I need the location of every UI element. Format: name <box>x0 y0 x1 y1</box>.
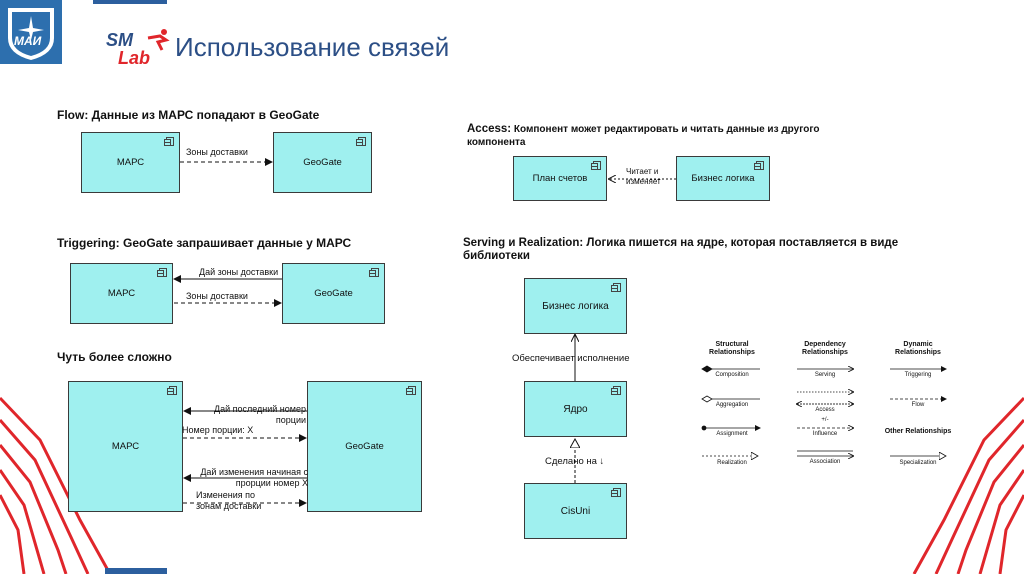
flow-mars-box[interactable]: МАРС <box>81 132 180 193</box>
access-plan-box[interactable]: План счетов <box>513 156 607 201</box>
flow-heading: Flow: Данные из МАРС попадают в GeoGate <box>57 108 320 122</box>
component-icon <box>157 268 167 277</box>
access-heading-rest: Компонент может редактировать и читать д… <box>467 124 820 148</box>
box-label: GeoGate <box>345 441 384 452</box>
flow-label: Зоны доставки <box>186 147 248 157</box>
box-label: МАРС <box>111 441 140 452</box>
component-icon <box>164 137 174 146</box>
component-icon <box>611 283 621 292</box>
component-icon <box>167 386 177 395</box>
legend-dynamic-title: Dynamic Relationships <box>895 341 941 356</box>
legend-composition: Composition <box>715 372 749 378</box>
triggering-label-bottom: Зоны доставки <box>186 291 248 301</box>
complex-label-1: Дай последний номер порции <box>213 404 306 425</box>
legend-association: Association <box>809 459 841 465</box>
serving-heading: Serving и Realization: Логика пишется на… <box>463 237 899 262</box>
complex-label-4: Изменения по зонам доставки <box>196 490 262 511</box>
complex-label-2: Номер порции: X <box>182 425 254 435</box>
runner-icon <box>147 29 170 51</box>
box-label: GeoGate <box>314 288 353 299</box>
box-label: Бизнес логика <box>542 300 609 312</box>
smlab-logo-sm: SM <box>106 30 133 50</box>
box-label: CisUni <box>560 505 591 517</box>
legend-triggering: Triggering <box>904 372 932 378</box>
legend-dependency-title: Dependency Relationships <box>802 341 848 356</box>
complex-mars-box[interactable]: МАРС <box>68 381 183 512</box>
access-heading: Access: Компонент может редактировать и … <box>467 123 827 149</box>
top-accent-bar <box>93 0 167 4</box>
smlab-logo: SM Lab <box>104 28 172 72</box>
complex-geogate-box[interactable]: GeoGate <box>307 381 422 512</box>
box-label: Бизнес логика <box>691 173 755 184</box>
smlab-logo-lab: Lab <box>118 48 151 68</box>
triggering-mars-box[interactable]: МАРС <box>70 263 173 324</box>
mai-logo: МАИ <box>0 0 62 64</box>
component-icon <box>611 488 621 497</box>
access-heading-bold: Access: <box>467 123 512 135</box>
complex-label-3: Дай изменения начиная с прорции номер X <box>200 467 308 488</box>
box-label: План счетов <box>532 173 588 184</box>
component-icon <box>754 161 764 170</box>
access-label: Читает и изменяет <box>626 167 661 186</box>
legend-influence-mark: +/- <box>821 417 829 423</box>
box-label: Ядро <box>563 403 588 415</box>
legend-aggregation: Aggregation <box>715 402 749 408</box>
page-title: Использование связей <box>175 32 450 62</box>
legend-structural-title: Structural Relationships <box>709 341 755 356</box>
bottom-accent-bar <box>105 568 167 574</box>
component-icon <box>591 161 601 170</box>
component-icon <box>611 386 621 395</box>
complex-heading: Чуть более сложно <box>57 350 172 364</box>
legend-serving: Serving <box>814 372 836 378</box>
component-icon <box>406 386 416 395</box>
legend-influence: Influence <box>812 431 838 437</box>
mai-logo-text: МАИ <box>14 34 42 48</box>
access-logic-box[interactable]: Бизнес логика <box>676 156 770 201</box>
triggering-geogate-box[interactable]: GeoGate <box>282 263 385 324</box>
serving-core-box[interactable]: Ядро <box>524 381 627 437</box>
box-label: МАРС <box>116 157 145 168</box>
serving-label: Обеспечивает исполнение <box>512 353 630 364</box>
legend-assignment: Assignment <box>716 431 748 437</box>
flow-geogate-box[interactable]: GeoGate <box>273 132 372 193</box>
box-label: GeoGate <box>303 157 342 168</box>
serving-logic-box[interactable]: Бизнес логика <box>524 278 627 334</box>
legend-flow: Flow <box>911 402 925 408</box>
legend-specialization: Specialization <box>899 460 937 466</box>
component-icon <box>356 137 366 146</box>
serving-cisuni-box[interactable]: CisUni <box>524 483 627 539</box>
legend-access: Access <box>815 407 835 413</box>
legend-realization: Realization <box>717 460 747 466</box>
triggering-label-top: Дай зоны доставки <box>199 267 279 277</box>
box-label: МАРС <box>107 288 136 299</box>
component-icon <box>369 268 379 277</box>
legend-other-title: Other Relationships <box>884 428 952 435</box>
triggering-heading: Triggering: GeoGate запрашивает данные у… <box>57 236 352 250</box>
